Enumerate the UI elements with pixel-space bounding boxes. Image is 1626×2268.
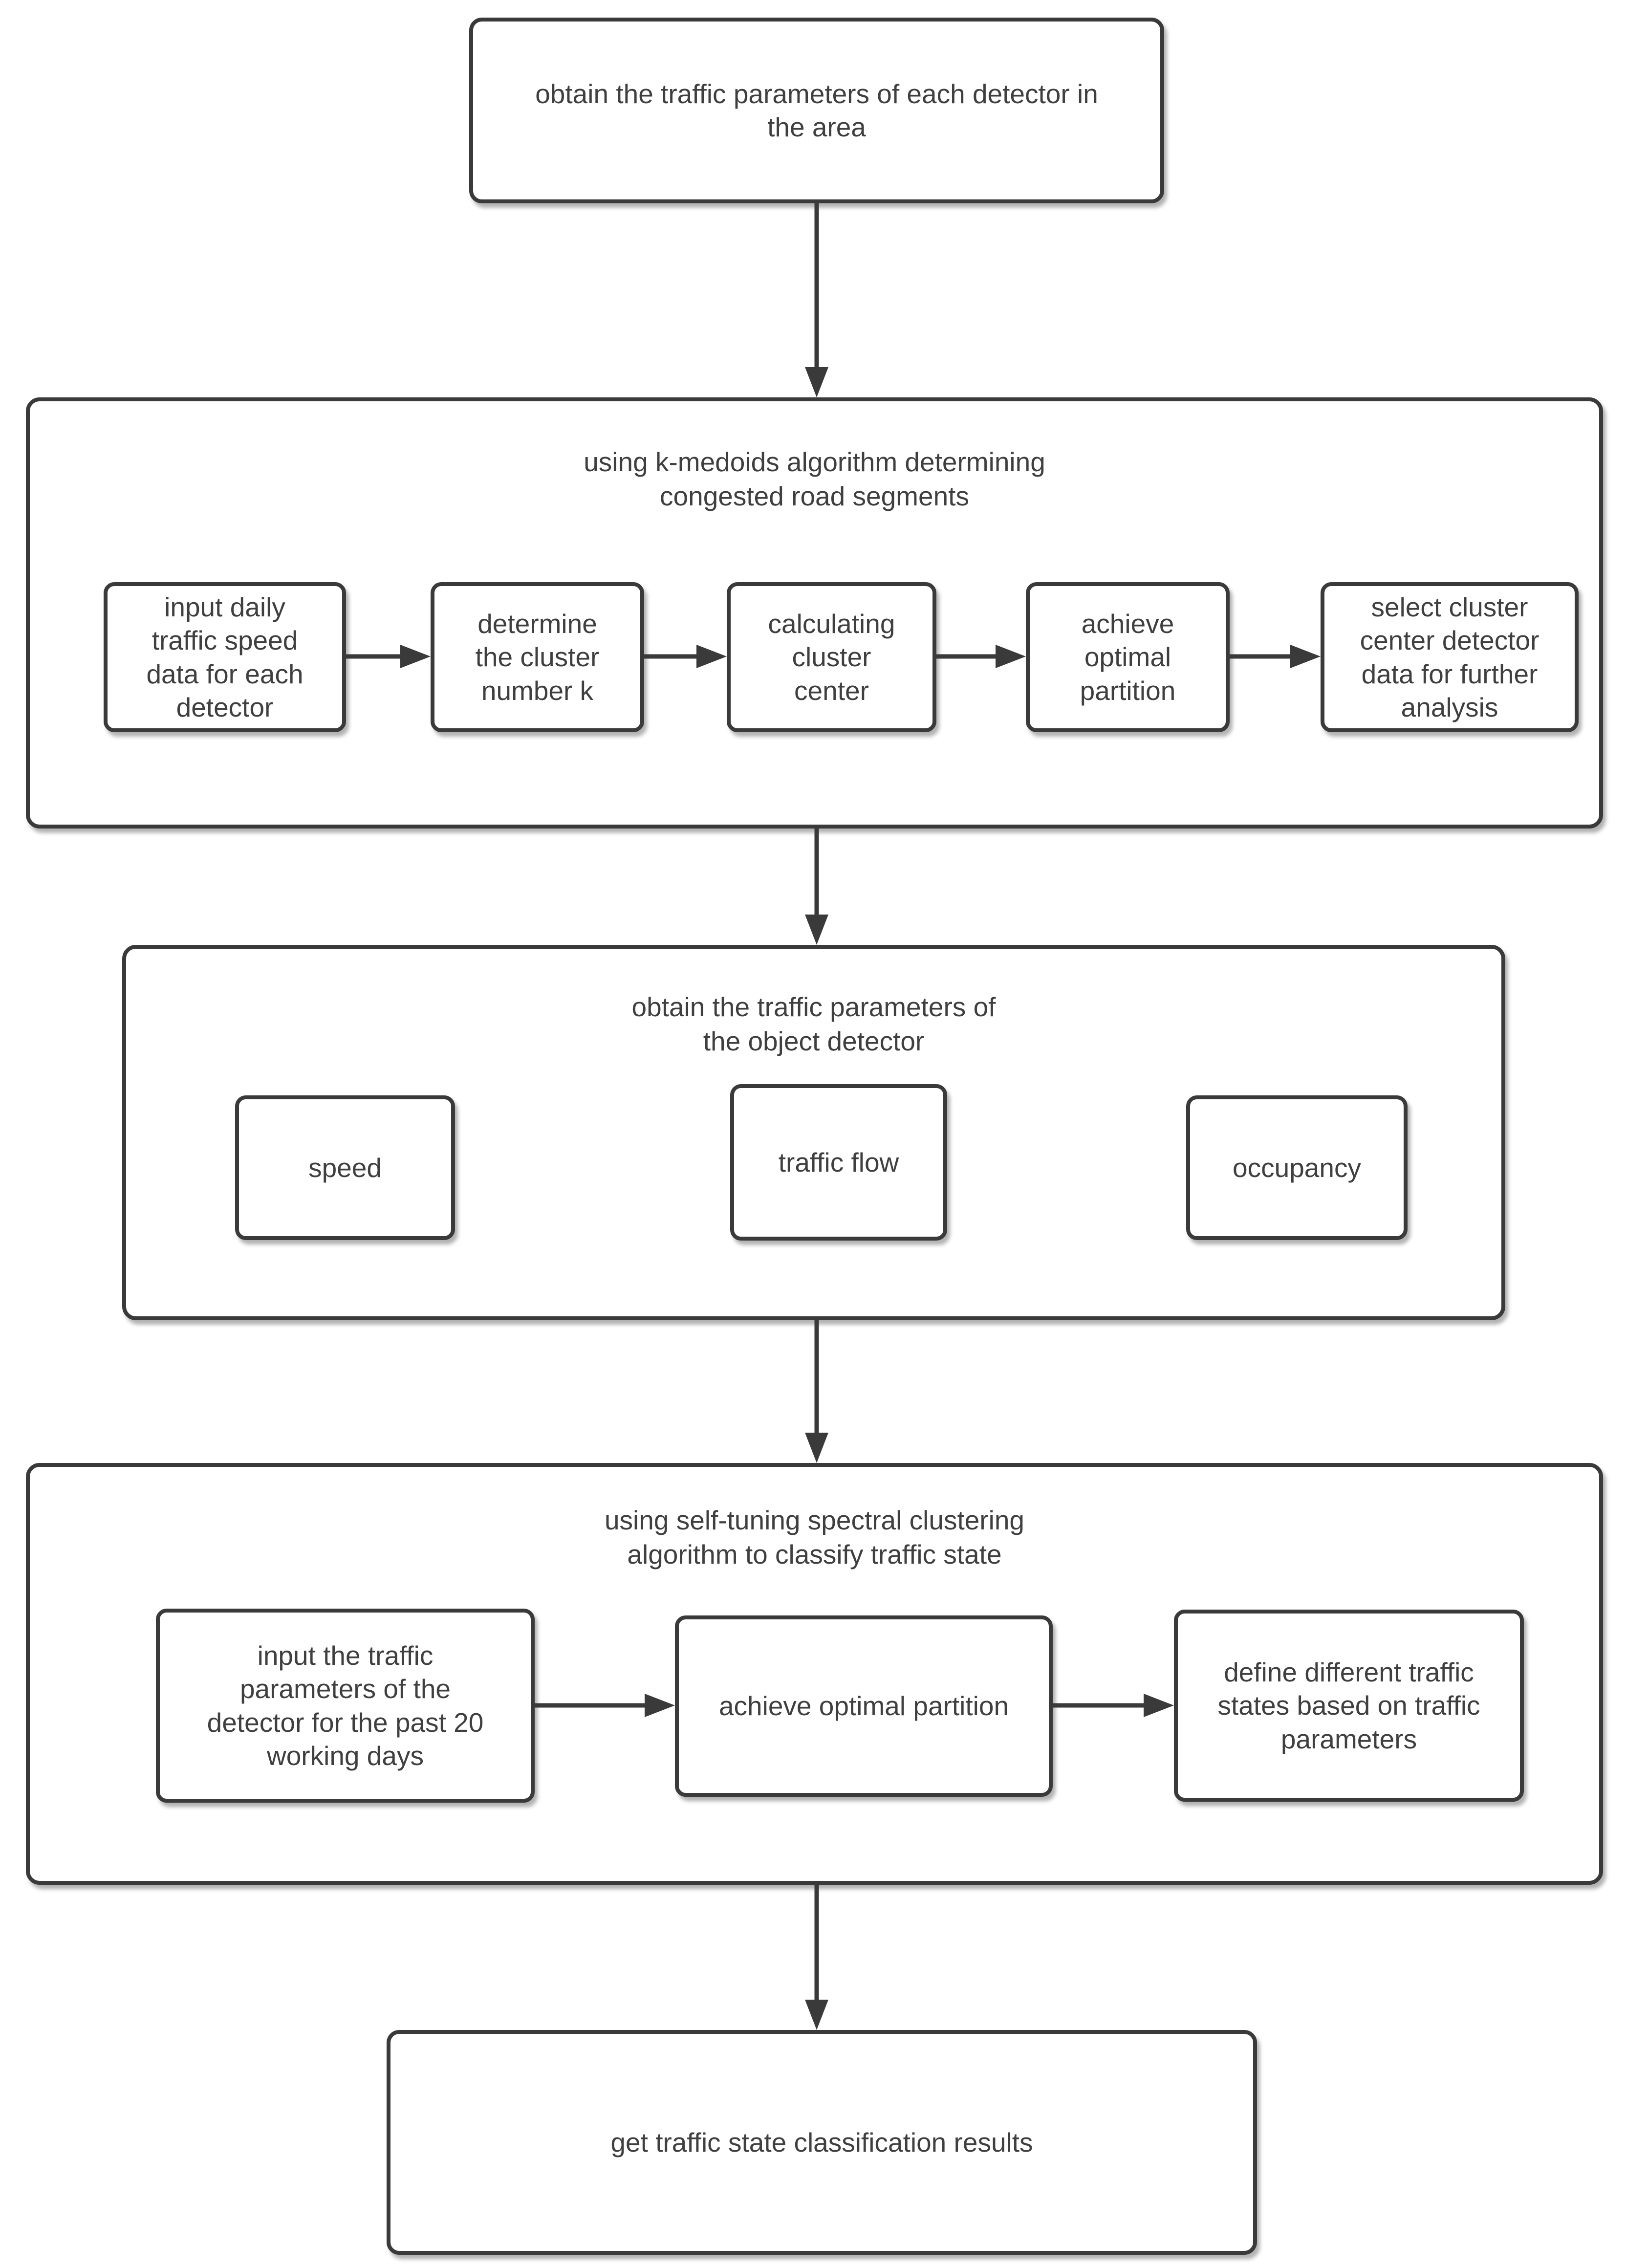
arrow-spectral-to-end-head-icon: [805, 2000, 828, 2030]
arrow-step2-step3-head-icon: [696, 645, 727, 668]
step-achieve-optimal-partition: achieve optimal partition: [1026, 582, 1230, 732]
parameters-section: obtain the traffic parameters of the obj…: [122, 945, 1505, 1320]
arrow-start-to-kmedoids-line: [814, 203, 819, 368]
arrow-step3-step4-head-icon: [996, 645, 1026, 668]
step-determine-cluster-number: determine the cluster number k: [431, 582, 644, 732]
param-traffic-flow: traffic flow: [730, 1084, 947, 1241]
kmedoids-title: using k-medoids algorithm determining co…: [584, 447, 1045, 511]
spectral-title: using self-tuning spectral clustering al…: [604, 1505, 1025, 1570]
arrow-step3-step4-line: [936, 654, 996, 659]
step-input-speed-data: input daily traffic speed data for each …: [104, 582, 346, 732]
arrow-spectral1-spectral2-line: [535, 1703, 645, 1708]
param-speed: speed: [235, 1095, 455, 1240]
end-node: get traffic state classification results: [387, 2030, 1257, 2255]
arrow-step4-step5-line: [1230, 654, 1291, 659]
arrow-parameters-to-spectral-line: [814, 1320, 819, 1433]
step-select-cluster-center-data: select cluster center detector data for …: [1321, 582, 1579, 732]
spectral-section: using self-tuning spectral clustering al…: [26, 1463, 1603, 1885]
arrow-kmedoids-to-parameters-line: [814, 829, 819, 915]
spectral-step-define-traffic-states: define different traffic states based on…: [1174, 1610, 1524, 1802]
arrow-step1-step2-line: [346, 654, 401, 659]
arrow-parameters-to-spectral-head-icon: [805, 1433, 828, 1463]
step-calculate-cluster-center: calculating cluster center: [727, 582, 936, 732]
spectral-step-achieve-optimal-partition: achieve optimal partition: [675, 1615, 1053, 1797]
arrow-spectral2-spectral3-head-icon: [1144, 1694, 1174, 1717]
arrow-spectral2-spectral3-line: [1053, 1703, 1144, 1708]
arrow-spectral-to-end-line: [814, 1885, 819, 2000]
spectral-step-input-parameters: input the traffic parameters of the dete…: [156, 1609, 535, 1803]
arrow-kmedoids-to-parameters-head-icon: [805, 915, 828, 945]
arrow-step1-step2-head-icon: [400, 645, 431, 668]
parameters-title: obtain the traffic parameters of the obj…: [631, 992, 996, 1056]
arrow-step2-step3-line: [644, 654, 697, 659]
kmedoids-section: using k-medoids algorithm determining co…: [26, 397, 1603, 829]
arrow-start-to-kmedoids-head-icon: [805, 367, 828, 397]
start-node: obtain the traffic parameters of each de…: [469, 18, 1164, 203]
arrow-spectral1-spectral2-head-icon: [645, 1694, 675, 1717]
param-occupancy: occupancy: [1186, 1095, 1408, 1240]
arrow-step4-step5-head-icon: [1290, 645, 1321, 668]
